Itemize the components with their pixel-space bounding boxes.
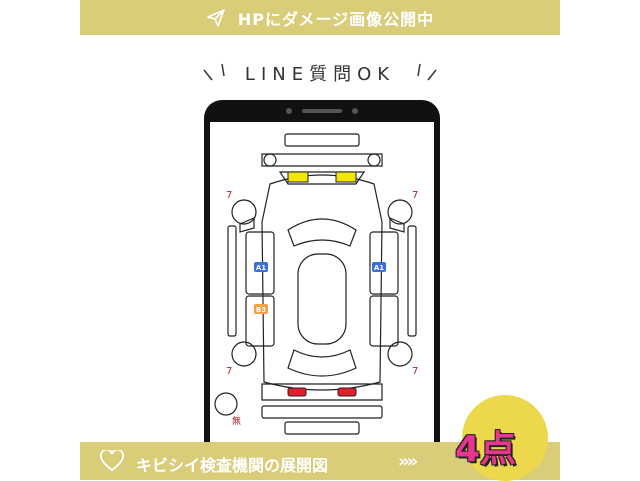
- heart-icon: [100, 450, 124, 472]
- mark-seven-top-left: 7: [226, 190, 232, 201]
- phone-sensor: [352, 108, 358, 114]
- line-question-text: LINE質問OK: [244, 64, 396, 85]
- mark-seven-bottom-right: 7: [412, 366, 418, 377]
- phone-screen: A1 A1 B3 7 7 7 7 無: [210, 122, 434, 465]
- heading-decoration: [203, 63, 437, 81]
- a1-label-left: A1: [256, 264, 266, 272]
- damage-count-badge: 4点: [455, 429, 517, 470]
- b3-badge: [254, 304, 268, 314]
- mark-seven-top-right: 7: [412, 190, 418, 201]
- mark-seven-bottom-left: 7: [226, 366, 232, 377]
- line-question-heading: LINE質問OK: [0, 58, 640, 88]
- phone-frame: A1 A1 B3 7 7 7 7 無: [204, 100, 440, 465]
- count-circle: [462, 395, 548, 481]
- bottom-banner-text: キビシイ検査機関の展開図: [136, 456, 329, 475]
- top-banner-text: HPにダメージ画像公開中: [237, 9, 435, 29]
- double-chevron-icon: »»: [398, 451, 418, 472]
- a1-badge-left: [254, 262, 268, 272]
- a1-badge-right: [372, 262, 386, 272]
- top-banner: HPにダメージ画像公開中: [80, 0, 560, 35]
- car-damage-diagram: A1 A1 B3 7 7 7 7 無: [214, 133, 418, 435]
- a1-label-right: A1: [374, 264, 384, 272]
- b3-label: B3: [256, 306, 266, 314]
- phone-speaker: [302, 109, 342, 113]
- phone-camera: [286, 108, 292, 114]
- mark-nashi: 無: [232, 415, 241, 427]
- paper-plane-icon: [207, 8, 225, 27]
